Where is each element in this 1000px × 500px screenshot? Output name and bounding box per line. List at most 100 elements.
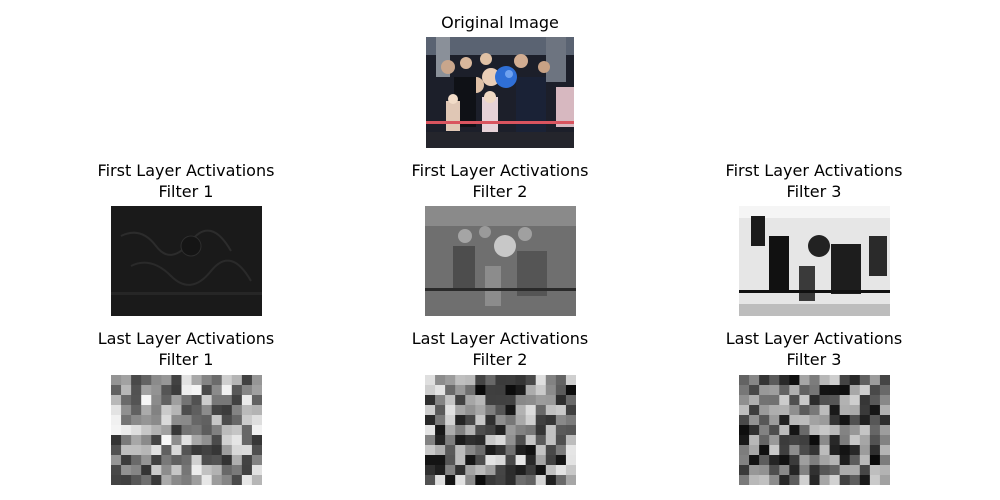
activation-cell xyxy=(131,445,142,456)
activation-cell xyxy=(171,465,182,476)
activation-cell xyxy=(535,385,547,396)
activation-cell xyxy=(241,435,253,446)
original-image xyxy=(426,37,574,148)
activation-cell xyxy=(201,465,213,476)
activation-cell xyxy=(495,415,507,426)
activation-cell xyxy=(525,375,537,386)
activation-cell xyxy=(181,475,193,485)
activation-cell xyxy=(485,375,496,386)
activation-cell xyxy=(485,405,496,416)
activation-cell xyxy=(201,385,213,396)
activation-cell xyxy=(839,385,851,396)
activation-cell xyxy=(171,455,182,466)
activation-cell xyxy=(465,425,476,436)
activation-cell xyxy=(141,385,152,396)
activation-cell xyxy=(769,475,780,485)
activation-cell xyxy=(759,385,770,396)
activation-cell xyxy=(111,395,122,406)
activation-cell xyxy=(769,435,780,446)
activation-cell xyxy=(809,455,821,466)
activation-cell xyxy=(231,415,243,426)
activation-cell xyxy=(191,415,203,426)
activation-cell xyxy=(201,415,213,426)
activation-cell xyxy=(545,405,557,416)
activation-cell xyxy=(465,435,476,446)
activation-cell xyxy=(525,385,537,396)
activation-cell xyxy=(181,465,193,476)
activation-cell xyxy=(231,395,243,406)
activation-cell xyxy=(455,435,466,446)
activation-cell xyxy=(445,455,456,466)
activation-cell xyxy=(869,375,881,386)
activation-cell xyxy=(829,475,841,485)
activation-cell xyxy=(485,445,496,456)
activation-cell xyxy=(475,385,486,396)
activation-cell xyxy=(231,425,243,436)
activation-cell xyxy=(769,405,780,416)
activation-cell xyxy=(251,375,262,386)
activation-cell xyxy=(879,375,890,386)
activation-cell xyxy=(849,435,861,446)
last-layer-filter-3-title: Last Layer Activations Filter 3 xyxy=(684,328,944,370)
activation-cell xyxy=(241,405,253,416)
activation-cell xyxy=(819,405,831,416)
activation-cell xyxy=(445,475,456,485)
activation-cell xyxy=(475,405,486,416)
activation-cell xyxy=(789,455,800,466)
activation-cell xyxy=(191,395,203,406)
activation-cell xyxy=(231,475,243,485)
activation-cell xyxy=(545,475,557,485)
activation-cell xyxy=(181,395,193,406)
first-layer-filter-2-title: First Layer Activations Filter 2 xyxy=(370,160,630,202)
activation-cell xyxy=(565,455,576,466)
activation-cell xyxy=(465,465,476,476)
activation-cell xyxy=(495,395,507,406)
activation-cell xyxy=(151,395,162,406)
activation-cell xyxy=(121,415,132,426)
activation-cell xyxy=(161,425,172,436)
activation-cell xyxy=(739,475,750,485)
activation-cell xyxy=(151,425,162,436)
activation-cell xyxy=(131,415,142,426)
activation-cell xyxy=(485,385,496,396)
activation-cell xyxy=(151,475,162,485)
activation-cell xyxy=(495,475,507,485)
activation-cell xyxy=(799,405,810,416)
activation-cell xyxy=(131,435,142,446)
activation-cell xyxy=(739,465,750,476)
activation-cell xyxy=(141,475,152,485)
activation-cell xyxy=(749,475,760,485)
activation-cell xyxy=(809,445,821,456)
activation-cell xyxy=(535,455,547,466)
activation-cell xyxy=(555,455,567,466)
activation-cell xyxy=(829,445,841,456)
activation-cell xyxy=(749,455,760,466)
activation-cell xyxy=(789,445,800,456)
activation-cell xyxy=(839,445,851,456)
activation-cell xyxy=(555,415,567,426)
activation-cell xyxy=(445,415,456,426)
activation-cell xyxy=(161,375,172,386)
activation-cell xyxy=(121,375,132,386)
activation-cell xyxy=(251,465,262,476)
activation-cell xyxy=(465,395,476,406)
first-layer-filter-2-subheading: Filter 2 xyxy=(472,182,528,201)
activation-cell xyxy=(829,375,841,386)
activation-cell xyxy=(181,385,193,396)
activation-cell xyxy=(819,435,831,446)
activation-cell xyxy=(435,375,446,386)
activation-cell xyxy=(221,465,233,476)
activation-cell xyxy=(151,375,162,386)
activation-cell xyxy=(221,445,233,456)
activation-cell xyxy=(111,475,122,485)
activation-cell xyxy=(121,445,132,456)
activation-cell xyxy=(565,465,576,476)
activation-cell xyxy=(211,385,223,396)
activation-cell xyxy=(879,455,890,466)
activation-cell xyxy=(221,425,233,436)
activation-cell xyxy=(799,375,810,386)
activation-cell xyxy=(565,425,576,436)
activation-cell xyxy=(799,455,810,466)
activation-cell xyxy=(131,375,142,386)
activation-cell xyxy=(849,455,861,466)
